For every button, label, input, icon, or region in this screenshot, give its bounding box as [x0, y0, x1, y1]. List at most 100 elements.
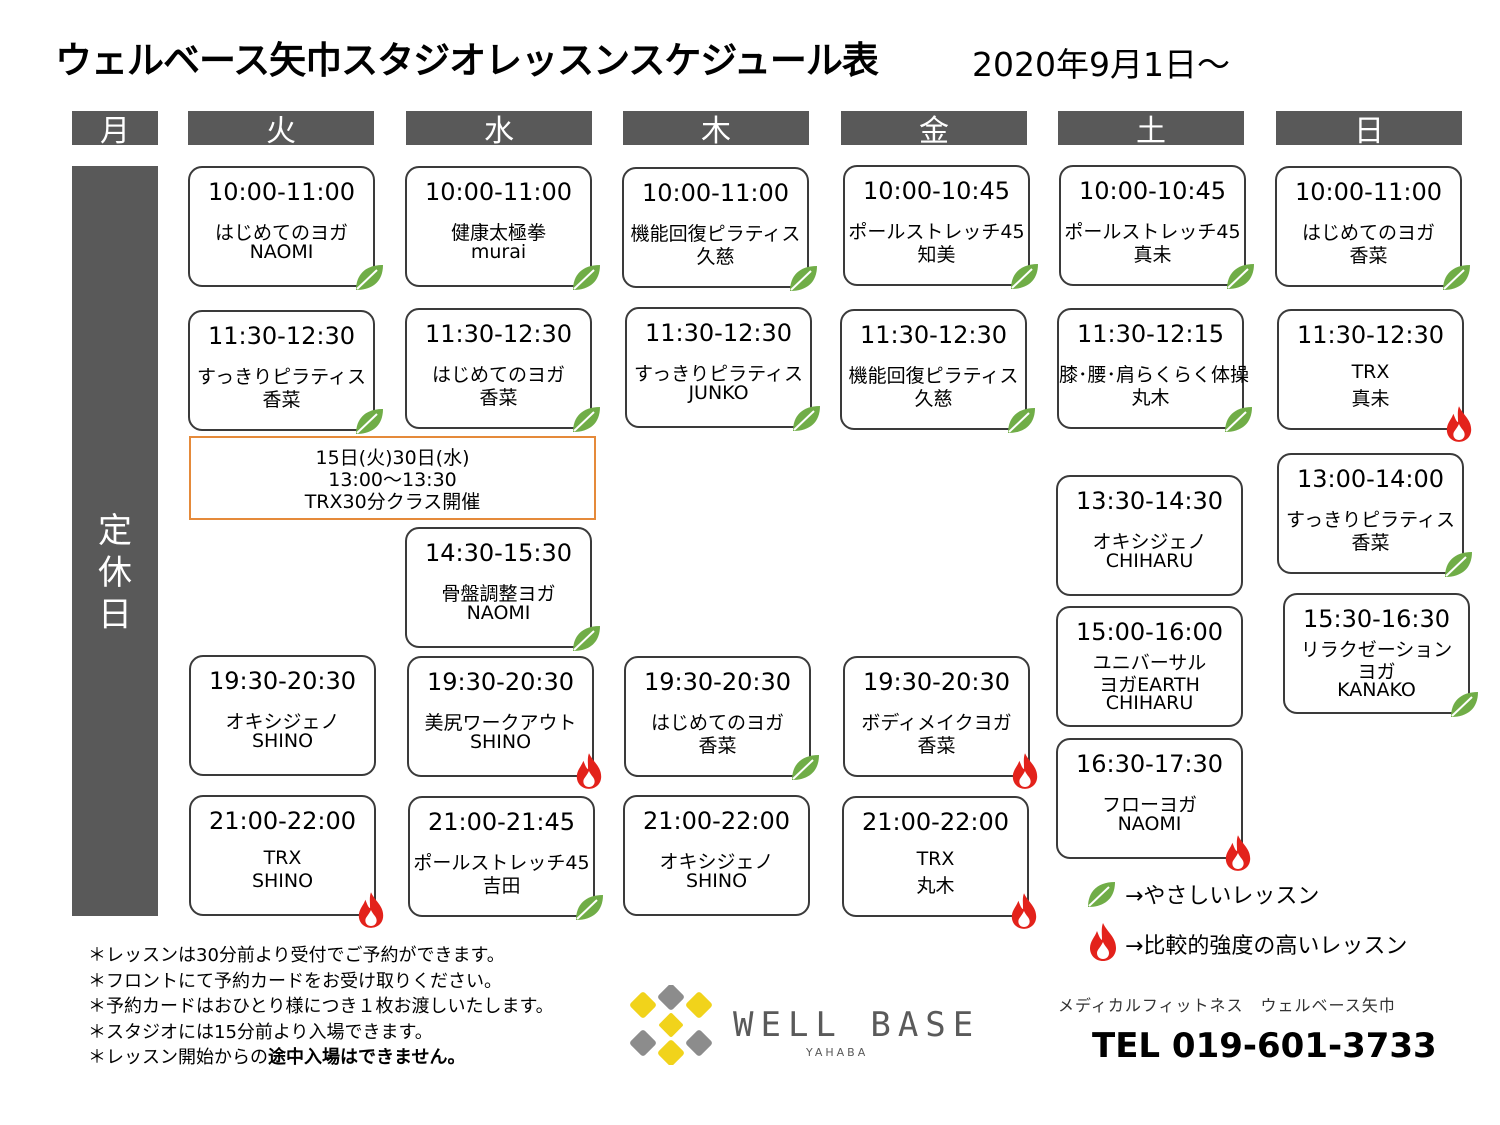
brand-name: WELL BASE [733, 1005, 981, 1045]
day-header-sat: 土 [1058, 111, 1244, 149]
lesson-name: ボディメイクヨガ [861, 712, 1012, 734]
lesson-time: 11:30-12:30 [425, 320, 572, 348]
note-line: ＊予約カードはおひとり様につき１枚お渡しいたします。 [88, 996, 554, 1017]
day-header-mon: 月 [72, 111, 158, 149]
lesson-name: 美尻ワークアウト [424, 712, 577, 734]
day-header-fri: 金 [841, 111, 1027, 149]
lesson-instructor: 真未 [1351, 388, 1390, 410]
lesson-name: すっきりピラティス [633, 363, 804, 385]
leaf-icon [1451, 692, 1478, 717]
lesson-time: 11:30-12:30 [645, 319, 792, 347]
lesson-time: 10:00-10:45 [863, 177, 1010, 205]
well-base-logo-icon [630, 985, 712, 1065]
lesson-name: ヨガ [1357, 661, 1396, 683]
note-line: ＊レッスンは30分前より受付でご予約ができます。 [88, 945, 505, 966]
lesson-name: フローヨガ [1101, 794, 1197, 816]
lesson-name: 機能回復ピラティス [630, 223, 801, 245]
legend-easy-label: →やさしいレッスン [1125, 884, 1320, 909]
lesson-name: ヨガEARTH [1099, 674, 1200, 696]
leaf-icon [790, 266, 817, 291]
leaf-icon [1008, 408, 1035, 433]
lesson-name: オキシジェノ [659, 851, 774, 873]
day-header-tue: 火 [188, 111, 374, 149]
lesson-name: 膝･腰･肩らくらく体操 [1059, 364, 1250, 386]
trx-special-notice: 15日(火)30日(水) 13:00～13:30 TRX30分クラス開催 [189, 436, 596, 520]
note-line: ＊フロントにて予約カードをお受け取りください。 [88, 970, 502, 992]
lesson-time: 21:00-22:00 [643, 807, 790, 835]
closed-day-label: 定 休 日 [98, 511, 132, 635]
lesson-time: 10:00-11:00 [425, 178, 572, 206]
phone-number: TEL 019-601-3733 [1092, 1026, 1437, 1066]
lesson-name: 機能回復ピラティス [848, 365, 1019, 387]
leaf-icon [1011, 264, 1038, 289]
lesson-instructor: 丸木 [916, 875, 955, 897]
lesson-instructor: NAOMI [249, 241, 314, 263]
lesson-instructor: 香菜 [698, 735, 737, 757]
leaf-icon [356, 265, 383, 290]
lesson-time: 19:30-20:30 [644, 668, 791, 696]
lesson-name: ユニバーサル [1092, 652, 1207, 674]
leaf-icon [1225, 407, 1252, 432]
lesson-instructor: KANAKO [1337, 679, 1416, 701]
lesson-card: 11:30-12:30 すっきりピラティス香菜 [188, 310, 383, 434]
lesson-name: はじめてのヨガ [214, 222, 348, 244]
leaf-icon [793, 406, 820, 431]
lesson-name: すっきりピラティス [1285, 509, 1456, 531]
leaf-icon [1227, 264, 1254, 289]
leaf-icon [576, 895, 603, 920]
lesson-time: 13:00-14:00 [1297, 465, 1444, 493]
flame-icon [576, 753, 602, 789]
lesson-instructor: 香菜 [479, 387, 518, 409]
leaf-icon [1443, 265, 1470, 290]
lesson-time: 10:00-10:45 [1079, 177, 1226, 205]
lesson-instructor: 真未 [1133, 244, 1172, 266]
lesson-time: 21:00-22:00 [209, 807, 356, 835]
closed-day-bar [72, 166, 158, 916]
lesson-instructor: SHINO [251, 730, 314, 752]
leaf-icon [356, 409, 383, 434]
leaf-icon [573, 407, 600, 432]
legend-hard-label: →比較的強度の高いレッスン [1125, 934, 1408, 959]
lesson-time: 21:00-21:45 [428, 808, 575, 836]
lesson-instructor: 丸木 [1131, 387, 1170, 409]
lesson-instructor: JUNKO [688, 382, 749, 404]
lesson-time: 11:30-12:30 [208, 322, 355, 350]
day-header-wed: 水 [406, 111, 592, 149]
lesson-instructor: 香菜 [917, 735, 956, 757]
lesson-name: ポールストレッチ45 [848, 221, 1025, 243]
lesson-instructor: murai [470, 241, 527, 263]
day-header-thu: 木 [623, 111, 809, 149]
lesson-time: 11:30-12:30 [1297, 321, 1444, 349]
lesson-name: はじめてのヨガ [1301, 222, 1435, 244]
lesson-time: 19:30-20:30 [863, 668, 1010, 696]
lesson-instructor: SHINO [469, 731, 532, 753]
leaf-icon [792, 755, 819, 780]
brand-subtitle: YAHABA [806, 1046, 869, 1059]
lesson-instructor: 香菜 [262, 389, 301, 411]
lesson-name: すっきりピラティス [196, 366, 367, 388]
lesson-name: リラクゼーション [1300, 639, 1453, 661]
lesson-instructor: 久慈 [696, 246, 735, 268]
lesson-name: TRX [916, 848, 955, 870]
flame-icon [358, 892, 384, 928]
lesson-card: 11:30-12:30 はじめてのヨガ香菜 [405, 308, 600, 432]
day-header-sun: 日 [1276, 111, 1462, 149]
lesson-name: はじめてのヨガ [431, 364, 565, 386]
lesson-instructor: 香菜 [1351, 532, 1390, 554]
lesson-instructor: 香菜 [1349, 245, 1388, 267]
leaf-icon [573, 626, 600, 651]
note-line: ＊レッスン開始からの途中入場はできません。 [88, 1047, 466, 1068]
